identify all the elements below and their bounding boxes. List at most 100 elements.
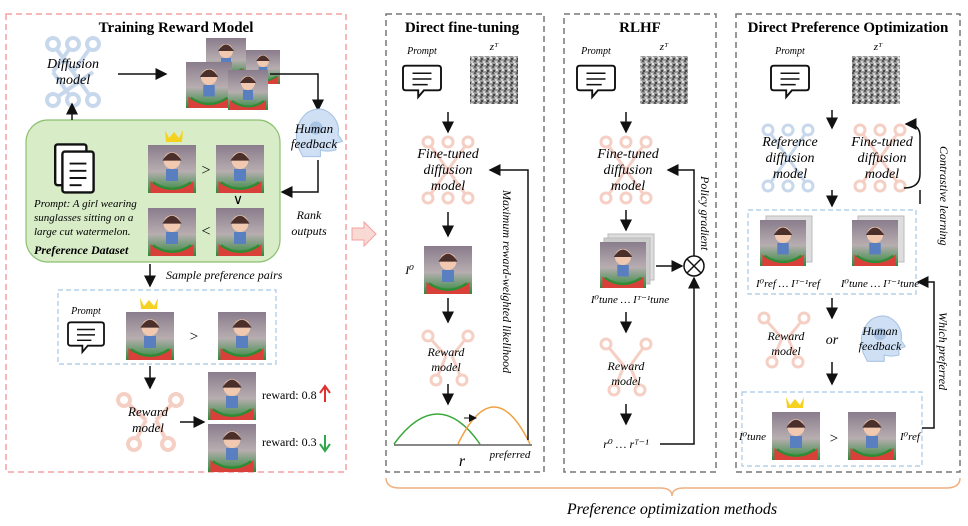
pair-prompt-label: Prompt	[70, 306, 101, 317]
training-title: Training Reward Model	[99, 20, 254, 36]
rlhf-reward-network-icon	[599, 337, 653, 397]
direct-feedback-arrow	[488, 164, 529, 440]
dataset-image-1	[146, 143, 198, 195]
dpo-ft-1: Fine-tuned	[850, 135, 913, 150]
sample-label: Sample preference pairs	[166, 268, 283, 282]
direct-reward-2: model	[431, 360, 461, 374]
dpo-preference-box	[741, 391, 923, 467]
rlhf-title: RLHF	[619, 20, 661, 36]
generated-images	[184, 37, 281, 111]
rlhf-image-label: I⁰tune … Iᵀ⁻¹tune	[590, 294, 669, 306]
document-icon	[54, 143, 95, 194]
dpo-human-2: feedback	[859, 339, 902, 353]
dataset-gt: >	[201, 162, 210, 179]
pair-image-preferred	[124, 310, 176, 362]
rlhf-gradient-arrow	[666, 164, 695, 256]
dpo-tune-label: I⁰tune	[738, 431, 766, 443]
dpo-ref-1: Reference	[761, 135, 817, 150]
direct-model-1: Fine-tuned	[416, 147, 479, 162]
rlhf-generated-images	[598, 233, 655, 290]
reward-high: reward: 0.8	[262, 388, 317, 402]
diffusion-label-1: Diffusion	[46, 57, 99, 72]
dpo-reward-network-icon	[757, 311, 811, 369]
direct-title: Direct fine-tuning	[405, 20, 520, 36]
direct-reward-1: Reward	[427, 345, 466, 359]
reward-network-icon	[116, 392, 184, 452]
crown-icon	[165, 130, 183, 142]
prompt-line-2: sunglasses sitting on a	[34, 212, 134, 224]
down-arrow-icon	[319, 435, 331, 453]
transition-arrow-icon	[351, 220, 377, 248]
pair-crown-icon	[140, 298, 158, 309]
methods-caption: Preference optimization methods	[566, 501, 777, 518]
direct-r-label: r	[459, 453, 466, 470]
rlhf-reward-1: Reward	[607, 359, 646, 373]
rlhf-noise-image	[640, 56, 688, 104]
methods-brace	[385, 477, 961, 497]
rlhf-model-3: model	[611, 179, 645, 194]
dataset-v: ∨	[233, 193, 243, 208]
rlhf-model-network-icon	[599, 135, 653, 205]
prompt-line-3: large cut watermelon.	[34, 226, 130, 238]
dataset-image-2	[214, 143, 266, 195]
dpo-contrastive-label: Contrastive learning	[937, 146, 951, 246]
dataset-image-3	[146, 206, 198, 258]
rlhf-panel-border	[563, 13, 717, 473]
dpo-ref-image	[846, 410, 898, 462]
dpo-tune-images-label: I⁰tune … Iᵀ⁻¹tune	[840, 278, 919, 290]
direct-generated-image	[422, 244, 474, 296]
dpo-title: Direct Preference Optimization	[748, 20, 949, 36]
dpo-tune-image	[770, 410, 822, 462]
rlhf-side-label: Policy gradient	[698, 175, 712, 251]
direct-prompt-icon	[402, 64, 442, 98]
direct-reward-network-icon	[421, 329, 475, 387]
up-arrow-icon	[319, 384, 331, 402]
dpo-prompt-label: Prompt	[774, 46, 805, 57]
prompt-line-1: Prompt: A girl wearing	[33, 198, 137, 210]
direct-image-label: I⁰	[404, 263, 414, 277]
reward-label-1: Reward	[127, 404, 168, 419]
dataset-label: Preference Dataset	[34, 243, 129, 257]
dpo-ft-2: diffusion	[857, 151, 906, 166]
dpo-ref-label: I⁰ref	[899, 431, 922, 443]
dpo-reward-1: Reward	[767, 329, 806, 343]
human-label-1: Human	[294, 121, 333, 136]
human-label-2: feedback	[291, 136, 337, 151]
dpo-prompt-icon	[770, 64, 810, 98]
dataset-image-4	[214, 206, 266, 258]
rlhf-model-1: Fine-tuned	[596, 147, 659, 162]
direct-noise-image	[470, 56, 518, 104]
diffusion-label-2: model	[56, 73, 90, 88]
training-panel-border	[5, 13, 347, 473]
dpo-human-1: Human	[861, 324, 897, 338]
human-to-dataset-arrow	[280, 160, 319, 198]
dpo-noise-label: zᵀ	[873, 41, 883, 53]
reward-low: reward: 0.3	[262, 435, 317, 449]
direct-side-label: Maximum reward-weighted likelihood	[500, 189, 514, 374]
rlhf-prompt-label: Prompt	[580, 46, 611, 57]
rlhf-rseq-label: r⁰ … rᵀ⁻¹	[603, 437, 649, 451]
reward-image-low	[206, 422, 258, 474]
dpo-which-label: Which preferred	[936, 312, 950, 391]
dataset-lt: <	[201, 223, 210, 240]
dpo-ref-network-icon	[761, 123, 815, 193]
rlhf-noise-label: zᵀ	[659, 41, 669, 53]
dpo-panel-border	[735, 13, 961, 473]
images-to-human-arrow	[270, 73, 324, 112]
dpo-or-label: or	[826, 333, 839, 348]
dpo-ref-3: model	[773, 167, 807, 182]
multiply-cross-icon	[686, 258, 702, 274]
rlhf-reward-to-multiply-arrow	[660, 276, 700, 445]
pair-gt: >	[190, 329, 198, 345]
dpo-ref-2: diffusion	[765, 151, 814, 166]
rlhf-prompt-icon	[576, 64, 616, 98]
pair-image-other	[216, 310, 268, 362]
direct-preferred-label: preferred	[489, 449, 531, 461]
reward-curve-green	[393, 413, 481, 445]
rank-label-2: outputs	[291, 224, 327, 238]
dpo-contrastive-arrow	[903, 118, 921, 189]
dpo-crown-icon	[786, 397, 804, 408]
rlhf-reward-2: model	[611, 374, 641, 388]
direct-model-3: model	[431, 179, 465, 194]
